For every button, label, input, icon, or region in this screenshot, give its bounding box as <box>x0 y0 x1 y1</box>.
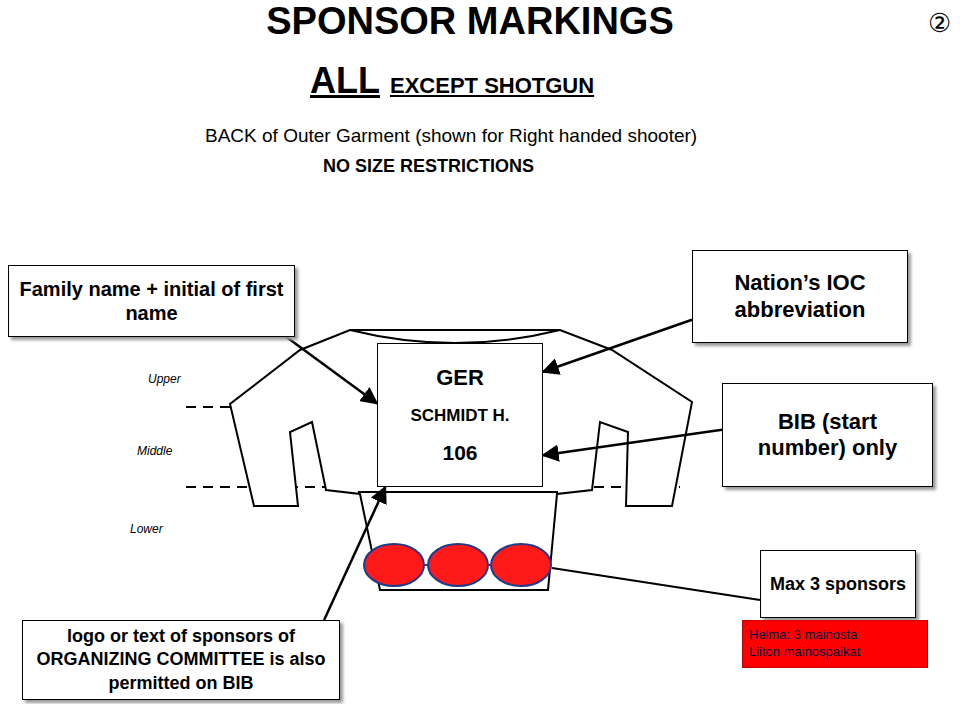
zone-label: Lower <box>130 522 163 536</box>
box-text: SCHMIDT H. <box>410 406 509 426</box>
diagram-title: SPONSOR MARKINGS <box>0 0 950 43</box>
shirt-collar <box>350 330 560 343</box>
translation-note: Helma: 3 mainostaLiiton mainospaikat <box>742 620 928 668</box>
box-text: GER <box>436 365 484 391</box>
sponsor-patch <box>364 544 424 586</box>
sponsor-patch <box>428 544 488 586</box>
callout-box: Family name + initial of first name <box>8 265 295 337</box>
box-text: logo or text of sponsors of ORGANIZING C… <box>31 625 331 695</box>
callout-box: Nation’s IOC abbreviation <box>692 250 908 343</box>
garment-subtitle: BACK of Outer Garment (shown for Right h… <box>205 125 697 147</box>
scope-heading: ALL <box>310 60 380 102</box>
zone-label: Upper <box>148 372 181 386</box>
leader-line <box>552 568 760 600</box>
box-text: Liiton mainospaikat <box>749 644 860 661</box>
box-text: BIB (start number) only <box>731 409 924 462</box>
callout-arrow <box>543 320 692 372</box>
shirt-outline <box>230 330 692 590</box>
callout-arrow <box>543 430 722 456</box>
box-text: Family name + initial of first name <box>17 277 286 325</box>
shirt-hem <box>358 491 558 493</box>
callout-box: logo or text of sponsors of ORGANIZING C… <box>22 620 340 700</box>
callout-box: BIB (start number) only <box>722 383 933 487</box>
box-text: 106 <box>442 441 477 465</box>
size-note: NO SIZE RESTRICTIONS <box>323 156 534 177</box>
zone-label: Middle <box>137 444 172 458</box>
box-text: Max 3 sponsors <box>770 573 906 596</box>
scope-exception: EXCEPT SHOTGUN <box>390 73 594 99</box>
callout-arrow <box>286 337 377 403</box>
box-text: Nation’s IOC abbreviation <box>701 270 899 323</box>
callout-arrow <box>324 487 385 620</box>
page-number: ② <box>928 8 951 38</box>
box-text: Helma: 3 mainosta <box>749 627 857 644</box>
callout-box: Max 3 sponsors <box>760 550 916 618</box>
sponsor-patch <box>491 544 551 586</box>
bib-panel: GER SCHMIDT H. 106 <box>377 343 543 487</box>
